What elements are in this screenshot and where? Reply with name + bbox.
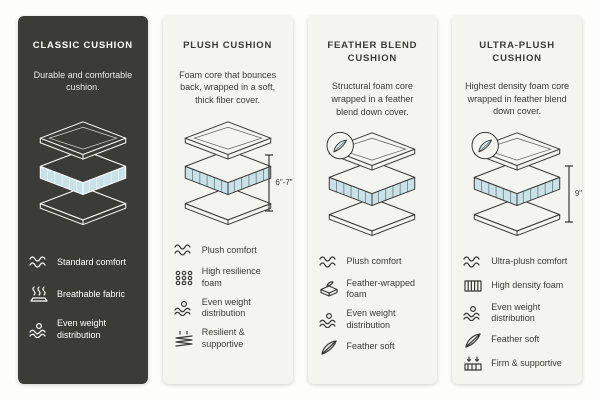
cushion-diagram: 6"-7" xyxy=(178,120,293,235)
feature-row: Even weight distribution xyxy=(29,318,137,341)
feature-row: High resilience foam xyxy=(174,266,282,289)
feature-label: Even weight distribution xyxy=(201,296,251,319)
feature-row: High density foam xyxy=(463,278,571,294)
wave-icon xyxy=(318,254,339,270)
density-icon xyxy=(463,278,483,294)
spring-icon xyxy=(174,330,194,347)
feather-icon xyxy=(463,332,483,348)
feature-label: Firm & supportive xyxy=(491,358,562,369)
feature-row: Ultra-plush comfort xyxy=(463,254,571,270)
feature-label: Breathable fabric xyxy=(57,288,126,299)
height-measurement: 9" xyxy=(564,165,583,223)
feature-list: Plush comfort High resilience foam Even … xyxy=(172,242,284,350)
feature-label: High resilience foam xyxy=(201,266,261,288)
layered-cushion-illustration xyxy=(326,132,416,237)
card-title: FEATHER BLEND CUSHION xyxy=(327,39,418,64)
feature-label: Resilient & supportive xyxy=(201,327,245,349)
cushion-diagram: 9" xyxy=(467,131,582,246)
breathable-icon xyxy=(29,286,49,302)
feature-row: Feather-wrapped foam xyxy=(319,278,427,301)
feature-row: Plush comfort xyxy=(318,254,427,270)
feature-row: Even weight distribution xyxy=(318,308,427,331)
feature-list: Standard comfort Breathable fabric Even … xyxy=(27,254,139,341)
feather-foam-icon xyxy=(319,281,339,297)
feature-label: Standard comfort xyxy=(57,256,127,267)
measurement-line xyxy=(564,165,573,223)
feature-list: Ultra-plush comfort High density foam Ev… xyxy=(461,254,573,373)
measurement-label: 6"-7" xyxy=(275,178,293,188)
feature-label: Ultra-plush comfort xyxy=(491,255,568,266)
measurement-label: 9" xyxy=(574,189,583,199)
foam-grid-icon xyxy=(174,270,194,286)
card-ultra-plush-cushion: ULTRA-PLUSH CUSHION Highest density foam… xyxy=(452,16,582,384)
feather-icon xyxy=(319,339,339,355)
feature-label: Feather-wrapped foam xyxy=(346,277,416,300)
feature-row: Even weight distribution xyxy=(463,302,571,325)
card-classic-cushion: CLASSIC CUSHION Durable and comfortable … xyxy=(18,16,148,384)
feature-list: Plush comfort Feather-wrapped foam Even … xyxy=(317,254,429,355)
feature-row: Resilient & supportive xyxy=(174,327,282,350)
feature-label: Plush comfort xyxy=(201,244,257,255)
feature-row: Even weight distribution xyxy=(174,297,282,320)
wave-icon xyxy=(29,254,49,270)
feature-row: Feather soft xyxy=(319,339,427,355)
height-measurement: 6"-7" xyxy=(265,154,293,212)
card-title: ULTRA-PLUSH CUSHION xyxy=(479,39,555,64)
feature-row: Standard comfort xyxy=(29,254,137,270)
weight-icon xyxy=(463,305,483,321)
weight-icon xyxy=(29,322,49,338)
feature-label: High density foam xyxy=(491,279,564,290)
measurement-line xyxy=(265,154,274,212)
card-title: PLUSH CUSHION xyxy=(183,39,273,51)
card-plush-cushion: PLUSH CUSHION Foam core that bounces bac… xyxy=(162,16,293,384)
feature-label: Even weight distribution xyxy=(346,308,396,330)
feather-badge-icon xyxy=(471,131,499,160)
card-description: Durable and comfortable cushion. xyxy=(33,69,133,93)
cushion-diagram xyxy=(33,120,133,235)
wave-icon xyxy=(463,254,483,270)
feature-label: Feather soft xyxy=(346,341,395,352)
layered-cushion-illustration xyxy=(184,121,271,225)
cushion-diagram xyxy=(322,131,422,246)
feature-row: Firm & supportive xyxy=(463,356,571,372)
firm-icon xyxy=(463,356,483,372)
feather-badge-icon xyxy=(326,132,355,160)
layered-cushion-illustration xyxy=(471,131,561,237)
feature-label: Feather soft xyxy=(491,334,540,345)
feature-label: Plush comfort xyxy=(346,256,402,267)
feature-row: Feather soft xyxy=(463,332,571,348)
wave-icon xyxy=(174,242,194,258)
weight-icon xyxy=(174,300,194,317)
card-description: Highest density foam core wrapped in fea… xyxy=(465,80,570,117)
feature-label: Even weight distribution xyxy=(491,301,541,323)
card-description: Foam core that bounces back, wrapped in … xyxy=(179,69,277,105)
card-title: CLASSIC CUSHION xyxy=(32,39,133,51)
card-description: Structural foam core wrapped in a feathe… xyxy=(331,81,414,117)
feature-row: Plush comfort xyxy=(174,242,282,258)
card-feather-blend-cushion: FEATHER BLEND CUSHION Structural foam co… xyxy=(307,16,438,384)
feature-label: Even weight distribution xyxy=(57,318,107,340)
layered-cushion-illustration xyxy=(39,121,127,225)
feature-row: Breathable fabric xyxy=(29,286,137,302)
weight-icon xyxy=(318,312,339,328)
